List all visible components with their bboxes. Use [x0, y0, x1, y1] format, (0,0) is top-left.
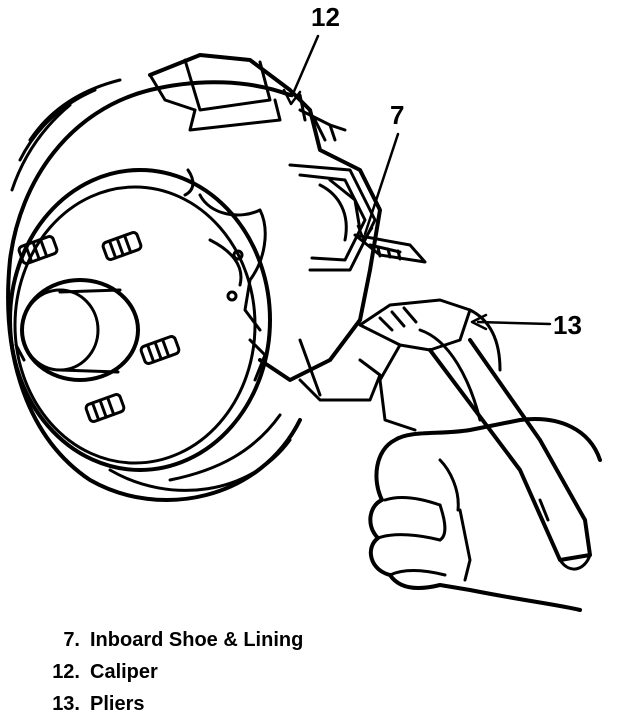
legend-number: 12. — [52, 660, 80, 683]
hand — [368, 417, 602, 612]
legend-item: 7. Inboard Shoe & Lining — [36, 624, 303, 656]
callout-label-7: 7 — [390, 100, 405, 130]
wheel-studs — [17, 231, 181, 423]
callout-label-12: 12 — [311, 2, 340, 32]
pliers — [358, 298, 592, 571]
legend-number: 13. — [52, 692, 80, 715]
hub-cap — [14, 278, 140, 382]
callout-label-13: 13 — [553, 310, 582, 340]
caliper-housing — [148, 53, 382, 402]
brake-rotor — [6, 78, 302, 502]
inboard-shoe-and-lining — [298, 233, 427, 397]
legend-item: 12. Caliper — [36, 656, 303, 688]
parts-legend: 7. Inboard Shoe & Lining 12. Caliper 13.… — [36, 624, 303, 720]
legend-number: 7. — [63, 628, 80, 651]
leader-line-12 — [282, 34, 320, 106]
legend-label: Caliper — [90, 660, 158, 683]
leader-line-13 — [470, 313, 552, 331]
legend-label: Pliers — [90, 692, 145, 715]
leader-line-7 — [356, 132, 400, 242]
legend-label: Inboard Shoe & Lining — [90, 628, 304, 651]
legend-item: 13. Pliers — [36, 688, 303, 720]
